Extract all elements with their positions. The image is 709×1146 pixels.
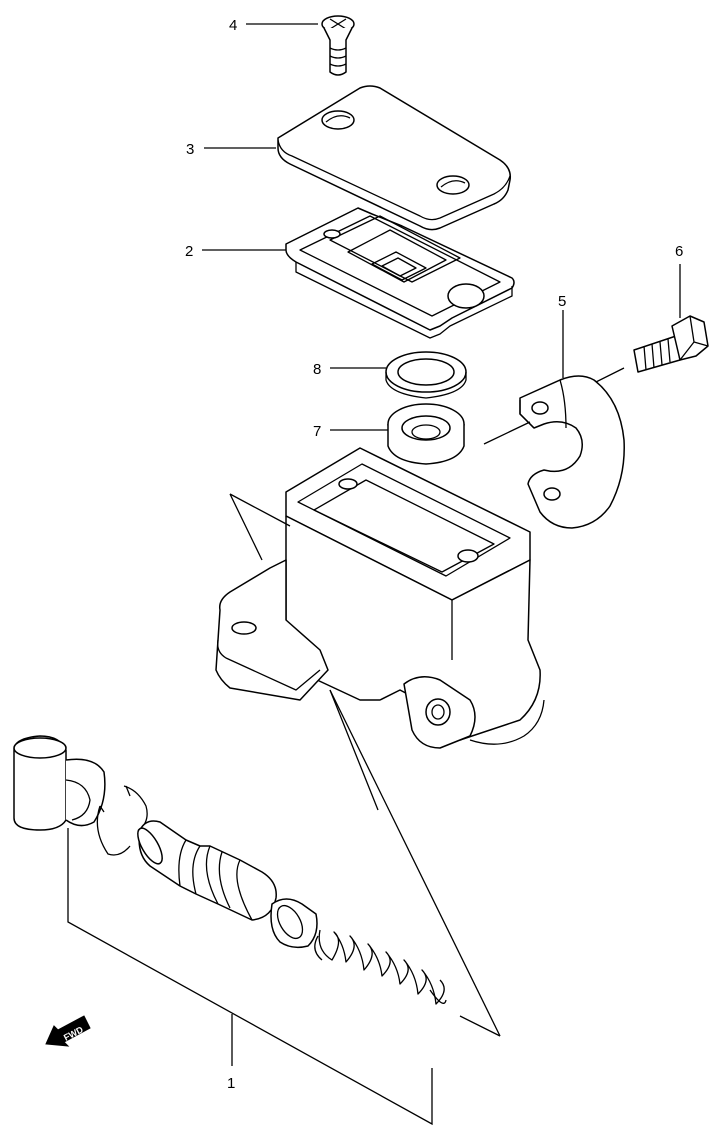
callout-2: 2 <box>185 243 193 260</box>
part-3-reservoir-cap <box>277 85 512 231</box>
callout-5: 5 <box>558 293 566 310</box>
master-cylinder-body <box>215 447 545 749</box>
callout-6: 6 <box>675 243 683 260</box>
part-7-boot <box>387 403 465 465</box>
callout-8: 8 <box>313 361 321 378</box>
part-6-bolt <box>633 315 709 373</box>
callout-4: 4 <box>229 17 237 34</box>
fwd-arrow-icon: FWD <box>45 1015 91 1047</box>
leader-lines <box>67 23 681 1126</box>
part-8-plate <box>385 351 467 399</box>
callout-3: 3 <box>186 141 194 158</box>
part-1-piston-kit <box>13 735 447 1005</box>
callout-7: 7 <box>313 423 321 440</box>
part-2-diaphragm <box>285 207 515 339</box>
callout-1: 1 <box>227 1075 235 1092</box>
part-5-clamp <box>519 375 625 529</box>
callout-labels: 4 3 2 8 7 5 6 1 <box>185 17 683 1092</box>
part-4-screw <box>321 15 355 76</box>
